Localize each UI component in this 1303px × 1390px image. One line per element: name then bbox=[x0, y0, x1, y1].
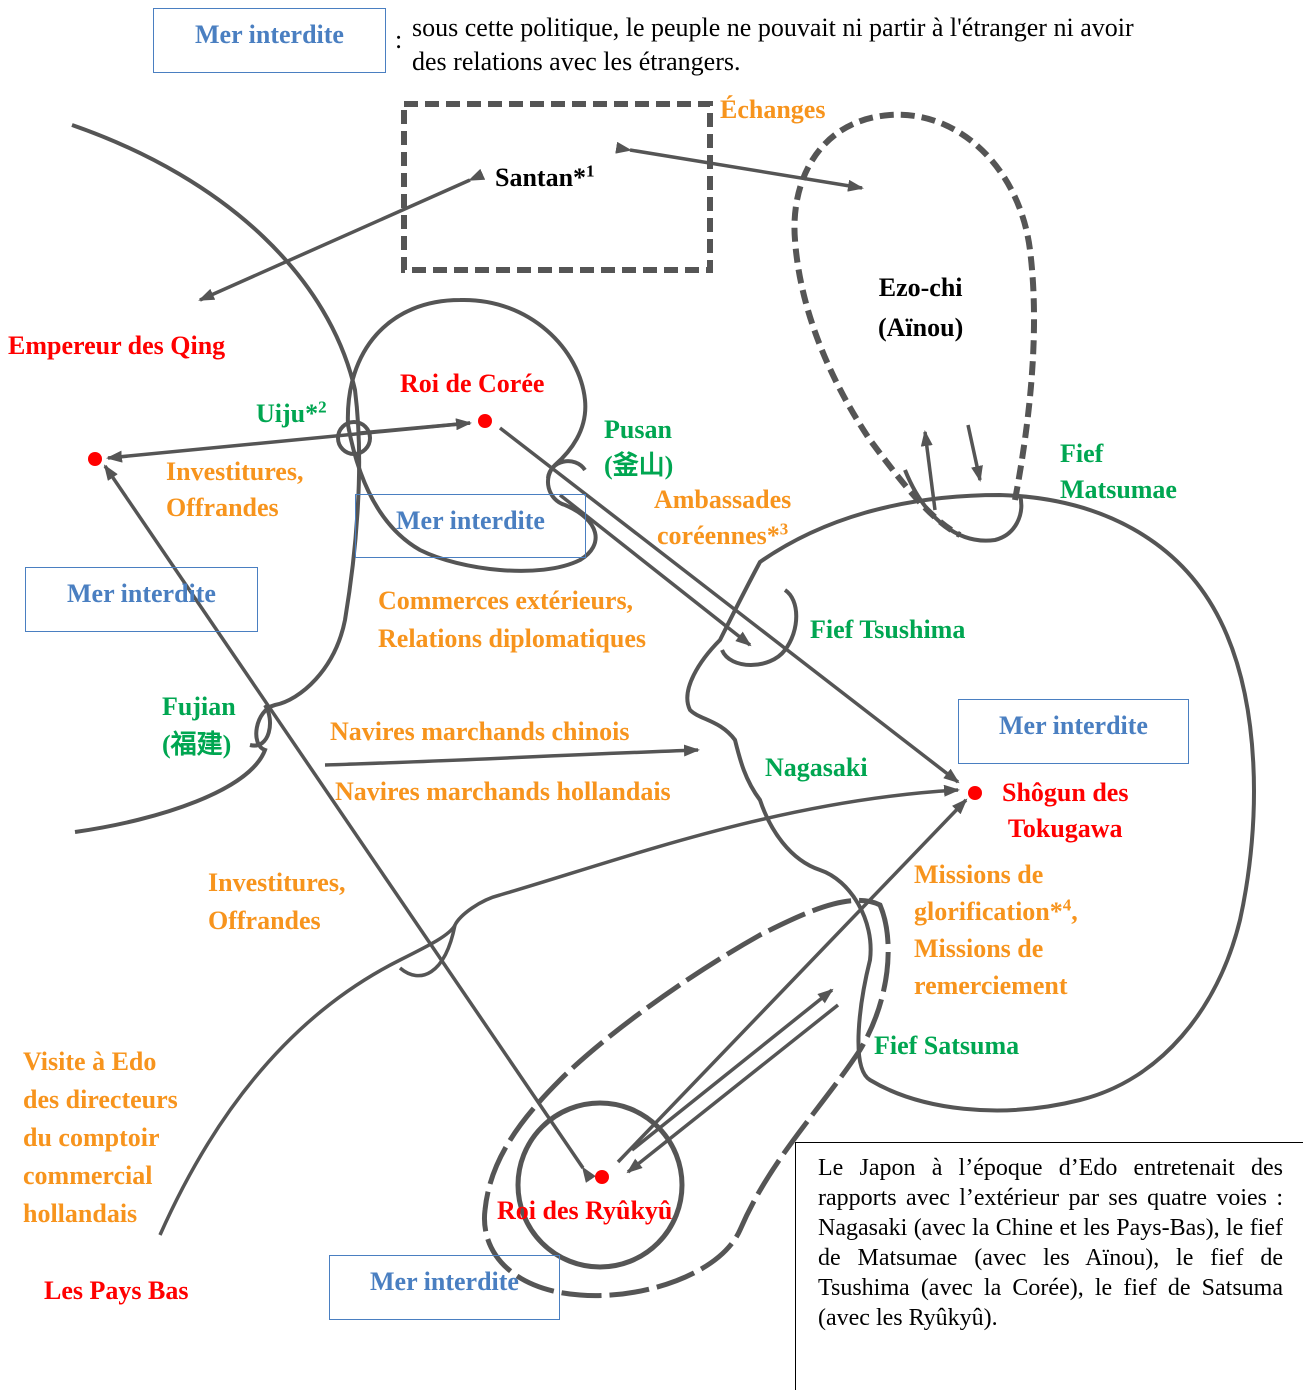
matsumae-loop bbox=[903, 469, 1024, 543]
ryukyu-outline bbox=[515, 1100, 685, 1270]
ezo-region bbox=[791, 111, 1037, 538]
explanatory-note: Le Japon à l’époque d’Edo entretenait de… bbox=[795, 1142, 1303, 1390]
satsuma-enclosure bbox=[481, 898, 891, 1299]
legend-text-line2: des relations avec les étrangers. bbox=[412, 47, 741, 76]
investitures-ryukyu-label: Investitures,Offrandes bbox=[208, 868, 346, 935]
legend-colon: : bbox=[395, 25, 403, 54]
santan-label: Santan*1 bbox=[495, 161, 595, 192]
arrow-ezo-matsumae bbox=[966, 424, 983, 482]
ezo-label: Ezo-chi(Aïnou) bbox=[878, 273, 964, 342]
arrow-santan-qing bbox=[198, 168, 486, 302]
sea-box-korea: Mer interdite bbox=[355, 494, 586, 558]
nagasaki-label: Nagasaki bbox=[765, 753, 868, 782]
commerce-label: Commerces extérieurs,Relations diplomati… bbox=[378, 586, 646, 653]
korea-king-dot bbox=[478, 414, 492, 428]
qing-emperor-dot bbox=[88, 452, 102, 466]
netherlands-label: Les Pays Bas bbox=[44, 1276, 189, 1305]
arrow-satsuma-ryukyu bbox=[626, 1003, 840, 1174]
tsushima-label: Fief Tsushima bbox=[810, 615, 966, 644]
fujian-label: Fujian(福建) bbox=[162, 692, 236, 759]
sea-box-qing: Mer interdite bbox=[25, 567, 258, 632]
investitures-qing-label: Investitures,Offrandes bbox=[166, 457, 304, 522]
arrow-ryukyu-shogun bbox=[616, 798, 968, 1164]
arrow-ryukyu-qing bbox=[103, 464, 596, 1183]
fujian-notch bbox=[249, 703, 272, 748]
korea-king-label: Roi de Corée bbox=[400, 369, 545, 398]
arrow-santan-ezo bbox=[615, 141, 864, 192]
exchanges-label: Échanges bbox=[720, 95, 826, 124]
pusan-label: Pusan(釜山) bbox=[604, 415, 674, 480]
sea-box-japan: Mer interdite bbox=[958, 699, 1189, 764]
arrow-chinese-ships bbox=[324, 744, 700, 767]
legend-sea-box: Mer interdite bbox=[153, 8, 386, 73]
sea-box-ryukyu: Mer interdite bbox=[329, 1255, 560, 1320]
chinese-ships-label: Navires marchands chinois bbox=[330, 717, 630, 746]
satsuma-label: Fief Satsuma bbox=[874, 1031, 1020, 1060]
shogun-dot bbox=[968, 786, 982, 800]
ryukyu-king-dot bbox=[595, 1170, 609, 1184]
qing-emperor-label: Empereur des Qing bbox=[8, 331, 226, 360]
japan-outline bbox=[685, 492, 1256, 1113]
arrow-qing-korea bbox=[359, 418, 472, 435]
arrow-matsumae-ezo bbox=[920, 430, 937, 511]
arrow-ryukyu-satsuma bbox=[630, 988, 834, 1152]
dutch-ships-label: Navires marchands hollandais bbox=[335, 777, 671, 806]
legend-text-line1: sous cette politique, le peuple ne pouva… bbox=[412, 13, 1134, 42]
uiju-label: Uiju*2 bbox=[256, 397, 327, 428]
ryukyu-king-label: Roi des Ryûkyû bbox=[497, 1196, 673, 1225]
